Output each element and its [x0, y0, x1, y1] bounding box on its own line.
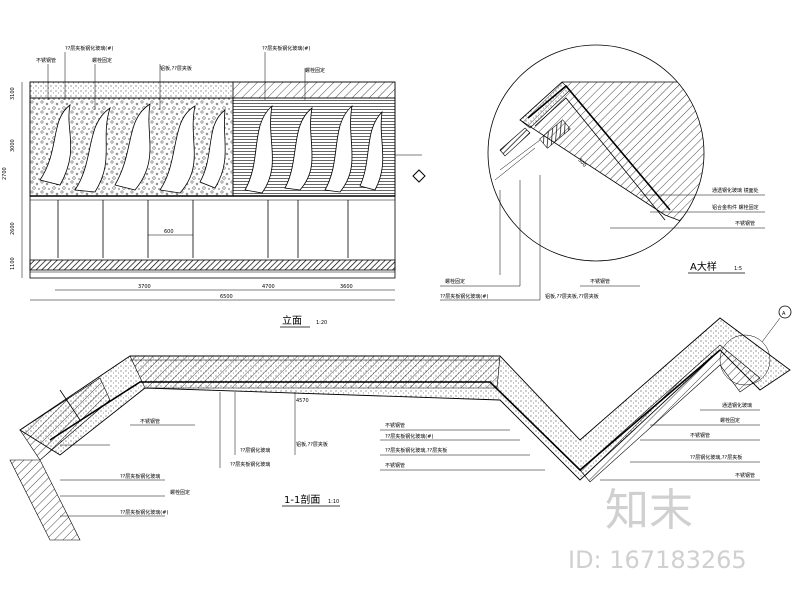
- watermark: 知末 ID: 167183265: [568, 485, 747, 574]
- top-dot-band: [29, 81, 234, 99]
- detail-label-b2: ??层夹板钢化玻璃(#): [440, 293, 488, 300]
- detail-label-b4: 不锈钢管: [590, 278, 610, 285]
- svg-text:3000: 3000: [10, 139, 16, 152]
- section-marker: [412, 169, 426, 183]
- bottom-dimensions: 3700 4700 3600 6500: [138, 284, 353, 300]
- top-hatch-band: [232, 81, 396, 99]
- elevation-scale: 1:20: [316, 320, 327, 326]
- svg-text:不锈钢管: 不锈钢管: [735, 472, 755, 479]
- svg-text:??层夹板钢化玻璃(#): ??层夹板钢化玻璃(#): [385, 433, 433, 440]
- inner-dim: 600: [164, 229, 174, 235]
- svg-text:3700: 3700: [138, 284, 151, 290]
- section-far-right-labels: 通透钢化玻璃 螺栓固定 不锈钢管 ??层钢化玻璃,??层夹板 不锈钢管: [600, 402, 760, 481]
- svg-text:1100: 1100: [10, 257, 16, 270]
- svg-text:6500: 6500: [220, 294, 233, 300]
- svg-text:通透钢化玻璃: 通透钢化玻璃: [722, 402, 752, 409]
- detail-label-b3: 铝板,??层夹板,??层夹板: [545, 293, 599, 300]
- detail-a-view: 500 通透钢化玻璃 镜面处 铝合金构件 螺栓固定 不锈钢管 螺栓固定 ??层夹…: [440, 44, 765, 301]
- sec-left-1: ??层夹板钢化玻璃: [230, 461, 270, 468]
- sec-left-3: 螺栓固定: [170, 489, 190, 496]
- detail-inner-dim: 500: [576, 157, 587, 168]
- svg-text:??层夹板钢化玻璃,??层夹板: ??层夹板钢化玻璃,??层夹板: [385, 447, 447, 454]
- left-dimensions: 3100 3000 2700 2600 1100: [2, 87, 16, 270]
- svg-text:??层钢化玻璃,??层夹板: ??层钢化玻璃,??层夹板: [690, 454, 742, 461]
- elev-label-3: 螺栓固定: [92, 57, 112, 64]
- sec-mid-1: 不锈钢管: [140, 418, 160, 425]
- elev-label-1: ??层夹板钢化玻璃(#): [65, 45, 113, 52]
- svg-text:螺栓固定: 螺栓固定: [720, 417, 740, 424]
- svg-text:不锈钢管: 不锈钢管: [385, 462, 405, 469]
- detail-label-r1: 通透钢化玻璃 镜面处: [712, 187, 759, 194]
- svg-text:2600: 2600: [10, 222, 16, 235]
- callout-label: A: [782, 311, 786, 317]
- lower-panels: [57, 200, 349, 258]
- section-view: A 4570 不锈钢管 ??层钢化玻璃 铝板,??层夹板 ??层夹板钢化玻璃 ?…: [9, 305, 792, 541]
- callout-circle: [719, 334, 771, 386]
- section-right-labels: 不锈钢管 ??层夹板钢化玻璃(#) ??层夹板钢化玻璃,??层夹板 不锈钢管: [380, 422, 545, 471]
- sec-mid-2: ??层钢化玻璃: [240, 447, 270, 454]
- detail-label-r3: 不锈钢管: [735, 220, 755, 227]
- section-title: 1-1剖面: [284, 493, 320, 506]
- callout-bubble: [778, 305, 792, 319]
- elev-label-4: 铝板,??层夹板: [160, 65, 192, 72]
- elevation-title: 立面: [282, 314, 302, 327]
- sec-left-4: ??层夹板钢化玻璃(#): [120, 509, 168, 516]
- base-strip: [29, 259, 396, 271]
- elev-label-2: 不锈钢管: [36, 57, 56, 64]
- sec-left-2: ??层夹板钢化玻璃: [120, 473, 160, 480]
- svg-text:不锈钢管: 不锈钢管: [385, 422, 405, 429]
- top-leaders: ??层夹板钢化玻璃(#) 不锈钢管 螺栓固定 铝板,??层夹板 ??层夹板钢化玻…: [36, 45, 325, 110]
- svg-text:4700: 4700: [262, 284, 275, 290]
- svg-text:2700: 2700: [2, 167, 8, 180]
- sec-mid-3: 铝板,??层夹板: [296, 441, 328, 448]
- elev-label-5: ??层夹板钢化玻璃(#): [262, 45, 310, 52]
- svg-text:3600: 3600: [340, 284, 353, 290]
- elevation-view: 600 3100 3000 2700 2600 1100 3700 4700 3…: [2, 45, 426, 328]
- section-top-dim: 4570: [296, 398, 309, 404]
- svg-text:不锈钢管: 不锈钢管: [690, 432, 710, 439]
- elev-label-6: 螺栓固定: [305, 67, 325, 74]
- svg-text:3100: 3100: [10, 87, 16, 100]
- detail-title: A大样: [690, 260, 717, 273]
- watermark-id: ID: 167183265: [568, 546, 747, 574]
- section-scale: 1:10: [328, 499, 339, 505]
- detail-label-b1: 螺栓固定: [445, 278, 465, 285]
- detail-label-r2: 铝合金构件 螺栓固定: [712, 204, 759, 211]
- leaf-motifs: [39, 103, 384, 194]
- detail-scale: 1:5: [734, 266, 742, 272]
- watermark-logo: 知末: [605, 485, 693, 536]
